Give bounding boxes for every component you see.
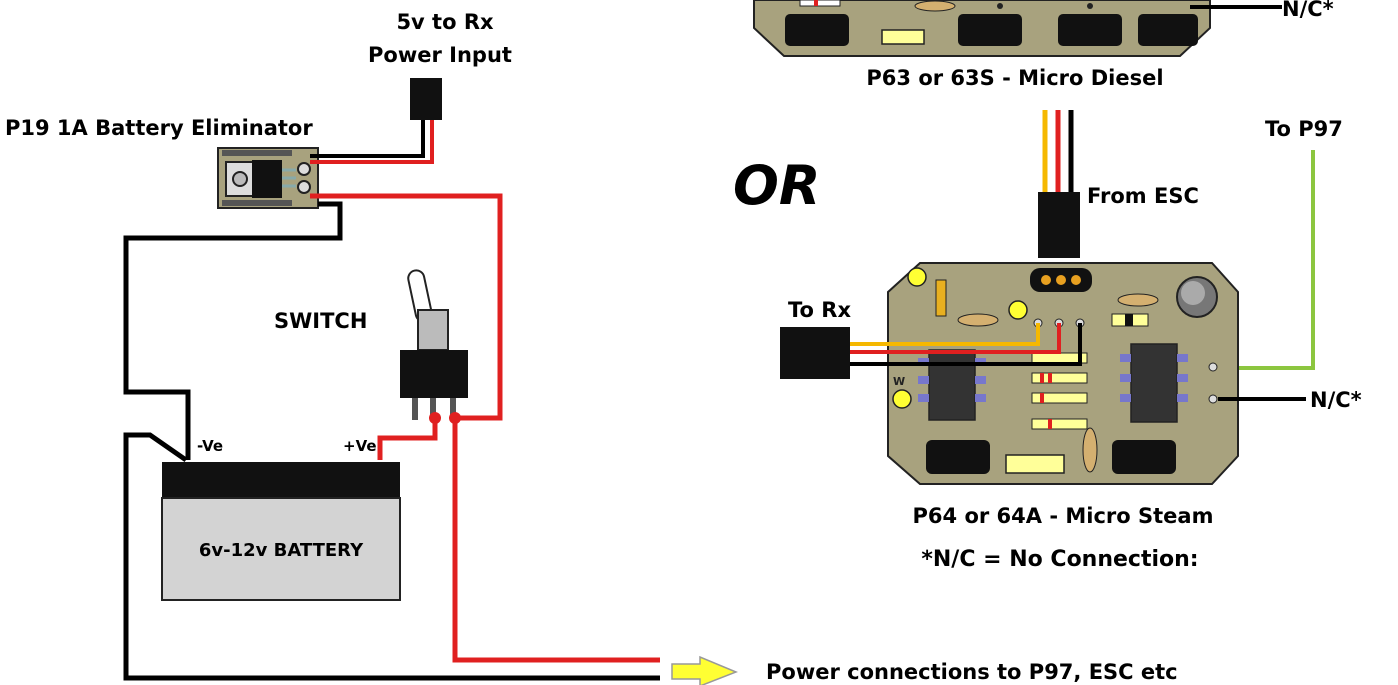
power-out-label: Power connections to P97, ESC etc: [766, 660, 1178, 684]
steam-label: P64 or 64A - Micro Steam: [913, 504, 1214, 528]
ground-wire: [123, 201, 343, 460]
micro-steam-board: W: [887, 262, 1239, 485]
from-esc-label: From ESC: [1087, 184, 1199, 208]
return-wire: [123, 432, 660, 681]
p97-wire: [1218, 150, 1315, 370]
battery-eliminator-module: [217, 147, 319, 209]
nc-note: *N/C = No Connection:: [921, 547, 1198, 572]
positive-terminal-label: +Ve: [343, 437, 377, 455]
battery-label: 6v-12v BATTERY: [199, 540, 364, 561]
rx-power-label-line2: Power Input: [368, 43, 512, 67]
rx-power-label-line1: 5v to Rx: [396, 10, 494, 34]
power-out-wire: [452, 418, 660, 663]
or-label: OR: [733, 154, 821, 217]
nc-top-label: N/C*: [1282, 0, 1334, 21]
diesel-label: P63 or 63S - Micro Diesel: [866, 66, 1163, 90]
micro-diesel-board: [753, 0, 1211, 57]
board-mark: W: [893, 375, 905, 388]
nc-right-label: N/C*: [1310, 388, 1362, 412]
rx-power-plug: [410, 78, 442, 156]
esc-plug: [1038, 192, 1080, 258]
switch-label: SWITCH: [274, 309, 367, 333]
eliminator-label: P19 1A Battery Eliminator: [5, 116, 313, 140]
negative-terminal-label: -Ve: [197, 437, 223, 455]
toggle-switch: [400, 269, 468, 424]
arrow-right-icon: [671, 655, 739, 685]
to-rx-label: To Rx: [788, 298, 851, 322]
battery: [161, 462, 401, 601]
to-p97-label: To P97: [1265, 117, 1343, 141]
supply-wire: [310, 193, 503, 421]
rx-plug: [780, 327, 850, 379]
